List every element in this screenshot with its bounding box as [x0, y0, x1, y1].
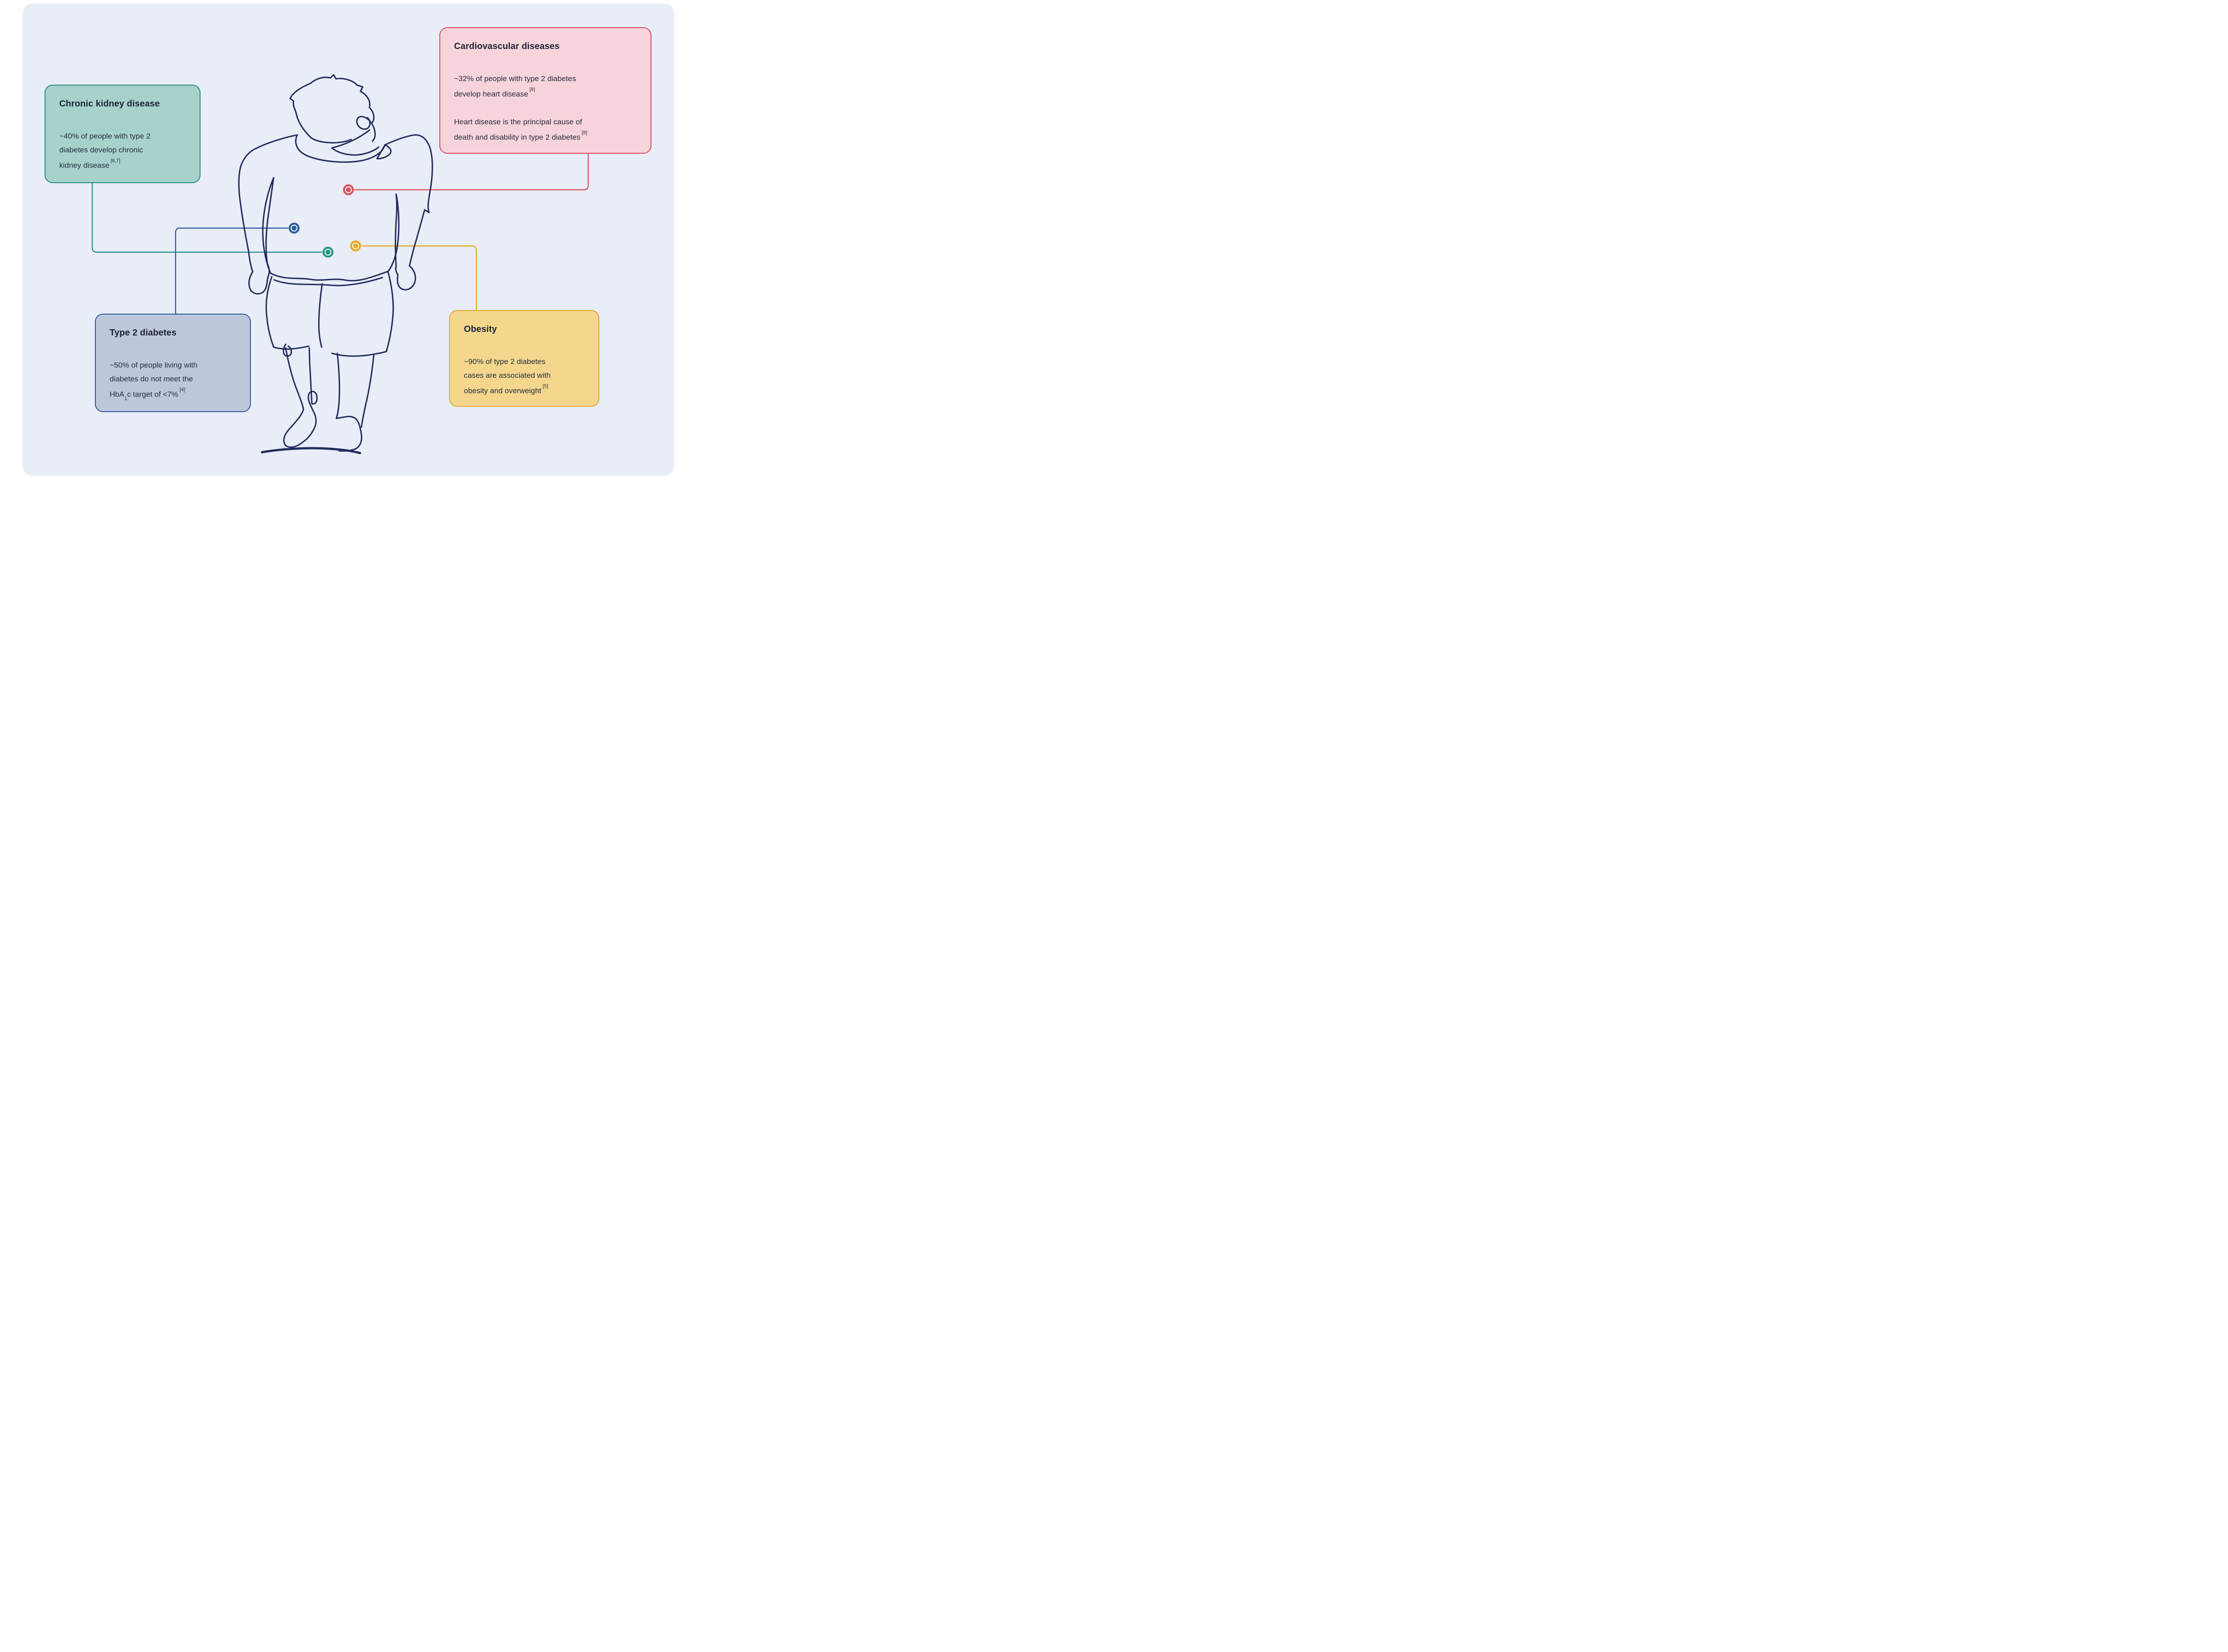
kidney-body: ~40% of people with type 2 diabetes deve…	[59, 129, 186, 172]
right-shin	[336, 352, 340, 419]
callout-cardiovascular-diseases: Cardiovascular diseases ~32% of people w…	[439, 27, 651, 154]
kidney-marker	[322, 246, 334, 258]
torso-left-side	[262, 177, 274, 274]
collar-outer	[295, 134, 386, 163]
obesity-body-line1: ~90% of type 2 diabetes	[464, 357, 545, 366]
callout-chronic-kidney-disease: Chronic kidney disease ~40% of people wi…	[45, 85, 201, 183]
cardio-p1-line2: develop heart disease[9]	[454, 87, 535, 98]
cardio-title: Cardiovascular diseases	[454, 41, 560, 51]
left-arm-inner	[265, 177, 274, 265]
kidney-connector-line	[91, 183, 322, 253]
cardio-paragraph-2: Heart disease is the principal cause of …	[454, 115, 637, 144]
shorts-right-hem	[331, 351, 387, 357]
shorts-left-outer	[265, 276, 274, 348]
right-hand	[395, 265, 416, 290]
right-arm-outer	[384, 134, 433, 267]
left-arm-outer	[238, 134, 298, 273]
diabetes-body: ~50% of people living with diabetes do n…	[110, 358, 237, 405]
jaw-neck-line	[331, 129, 370, 149]
kidney-reference: [6,7]	[111, 158, 120, 164]
left-ankle-loop-calf	[307, 347, 318, 412]
left-foot	[283, 409, 317, 448]
diabetes-connector-line	[175, 227, 288, 314]
body-markers	[288, 184, 361, 258]
diabetes-body-line3: HbA1c target of <7%[4]	[110, 387, 185, 402]
ear-loop	[356, 116, 373, 130]
ground-line	[261, 447, 361, 454]
left-shin	[285, 347, 304, 410]
cardio-paragraph-1: ~32% of people with type 2 diabetes deve…	[454, 72, 637, 101]
head-outline	[289, 74, 376, 142]
connector-lines	[91, 154, 589, 314]
diabetes-marker	[288, 222, 300, 234]
cardio-reference-2: [8]	[582, 130, 587, 135]
obesity-body: ~90% of type 2 diabetes cases are associ…	[464, 355, 585, 398]
left-hand	[248, 263, 270, 294]
cardio-connector-line	[354, 154, 589, 191]
diagram-artwork	[91, 74, 589, 454]
shorts-right-outer	[385, 271, 394, 352]
torso-right-side	[387, 193, 400, 272]
diabetes-reference: [4]	[180, 387, 185, 393]
cardio-reference-1: [9]	[529, 87, 535, 92]
right-foot	[336, 416, 363, 452]
obesity-body-line2: cases are associated with	[464, 371, 551, 380]
collar-inner	[331, 146, 380, 156]
shorts-inner-split	[318, 283, 323, 348]
diabetes-body-line2: diabetes do not meet the	[110, 375, 193, 383]
obesity-marker	[350, 240, 361, 252]
cardio-p2-line2: death and disability in type 2 diabetes[…	[454, 130, 587, 142]
infographic-page: Chronic kidney disease ~40% of people wi…	[0, 0, 699, 506]
person-line-art	[238, 74, 433, 454]
obesity-title: Obesity	[464, 324, 497, 334]
kidney-body-line2: diabetes develop chronic	[59, 146, 143, 154]
cardio-p2-line1: Heart disease is the principal cause of	[454, 117, 582, 126]
callout-type-2-diabetes: Type 2 diabetes ~50% of people living wi…	[95, 314, 251, 412]
cardio-marker	[343, 184, 354, 196]
kidney-body-line1: ~40% of people with type 2	[59, 132, 151, 140]
cardio-p1-line1: ~32% of people with type 2 diabetes	[454, 74, 576, 83]
obesity-connector-line	[361, 245, 477, 310]
obesity-reference: [5]	[542, 384, 549, 389]
obesity-body-line3: obesity and overweight[5]	[464, 384, 549, 395]
kidney-body-line3: kidney disease[6,7]	[59, 158, 120, 170]
diabetes-title: Type 2 diabetes	[110, 328, 177, 338]
callout-obesity: Obesity ~90% of type 2 diabetes cases ar…	[449, 310, 599, 407]
right-calf-back	[360, 353, 375, 428]
shirt-hem-fold	[273, 277, 383, 286]
diabetes-body-line1: ~50% of people living with	[110, 361, 198, 369]
kidney-title: Chronic kidney disease	[59, 99, 160, 109]
shirt-hem	[270, 270, 389, 282]
hba1c-subscript: 1	[124, 396, 127, 402]
collar-flap	[376, 144, 392, 159]
shorts-fold-loop	[283, 343, 292, 357]
chin-line	[311, 137, 352, 144]
